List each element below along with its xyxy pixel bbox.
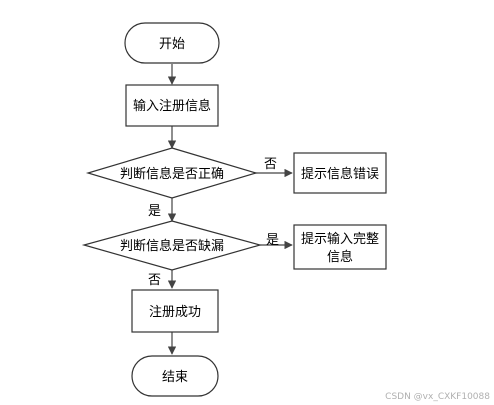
node-complete-label-line1: 提示输入完整: [301, 231, 379, 247]
node-success-label: 注册成功: [149, 305, 201, 320]
node-check-missing: [81, 220, 263, 271]
edge-label-missing-yes: 是: [266, 233, 279, 248]
node-complete-label-line2: 信息: [327, 249, 353, 265]
edge-label-correct-no: 否: [264, 157, 277, 172]
edge-label-missing-no: 否: [148, 273, 161, 288]
node-check-correct: [85, 147, 259, 199]
node-check-correct-label: 判断信息是否正确: [120, 166, 224, 182]
watermark: CSDN @vx_CXKF10088: [385, 392, 490, 402]
node-complete: [293, 224, 387, 270]
node-error: [293, 152, 387, 194]
node-end: [131, 355, 219, 397]
node-input: [125, 84, 219, 127]
edge-label-correct-yes: 是: [148, 204, 161, 219]
node-error-label: 提示信息错误: [301, 166, 379, 182]
node-input-label: 输入注册信息: [133, 98, 211, 114]
node-end-label: 结束: [162, 370, 188, 385]
node-start: [124, 22, 220, 64]
node-check-missing-label: 判断信息是否缺漏: [120, 238, 224, 254]
node-success: [131, 289, 219, 333]
node-start-label: 开始: [159, 37, 185, 52]
